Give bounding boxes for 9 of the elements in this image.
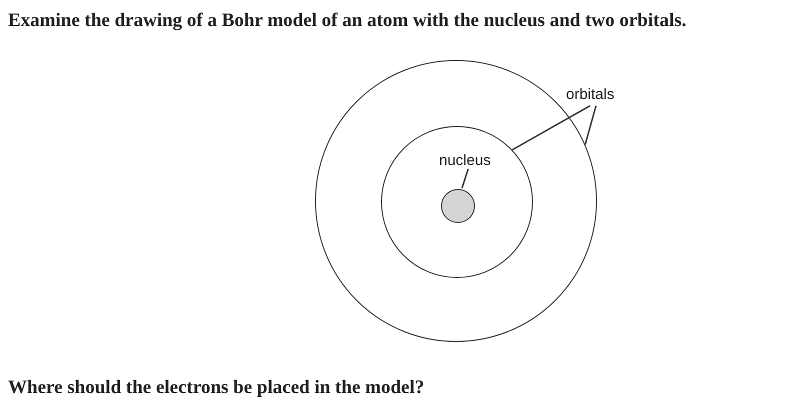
nucleus-circle <box>441 189 475 223</box>
nucleus-label: nucleus <box>439 152 499 170</box>
question-text: Where should the electrons be placed in the model? <box>8 377 424 399</box>
leader-line <box>584 106 597 145</box>
orbit-ring <box>381 126 533 278</box>
leader-line <box>461 168 469 188</box>
leader-line <box>512 105 590 150</box>
orbitals-label: orbitals <box>566 86 626 104</box>
title-text: Examine the drawing of a Bohr model of an atom with the nucleus and two orbitals. <box>8 10 686 32</box>
